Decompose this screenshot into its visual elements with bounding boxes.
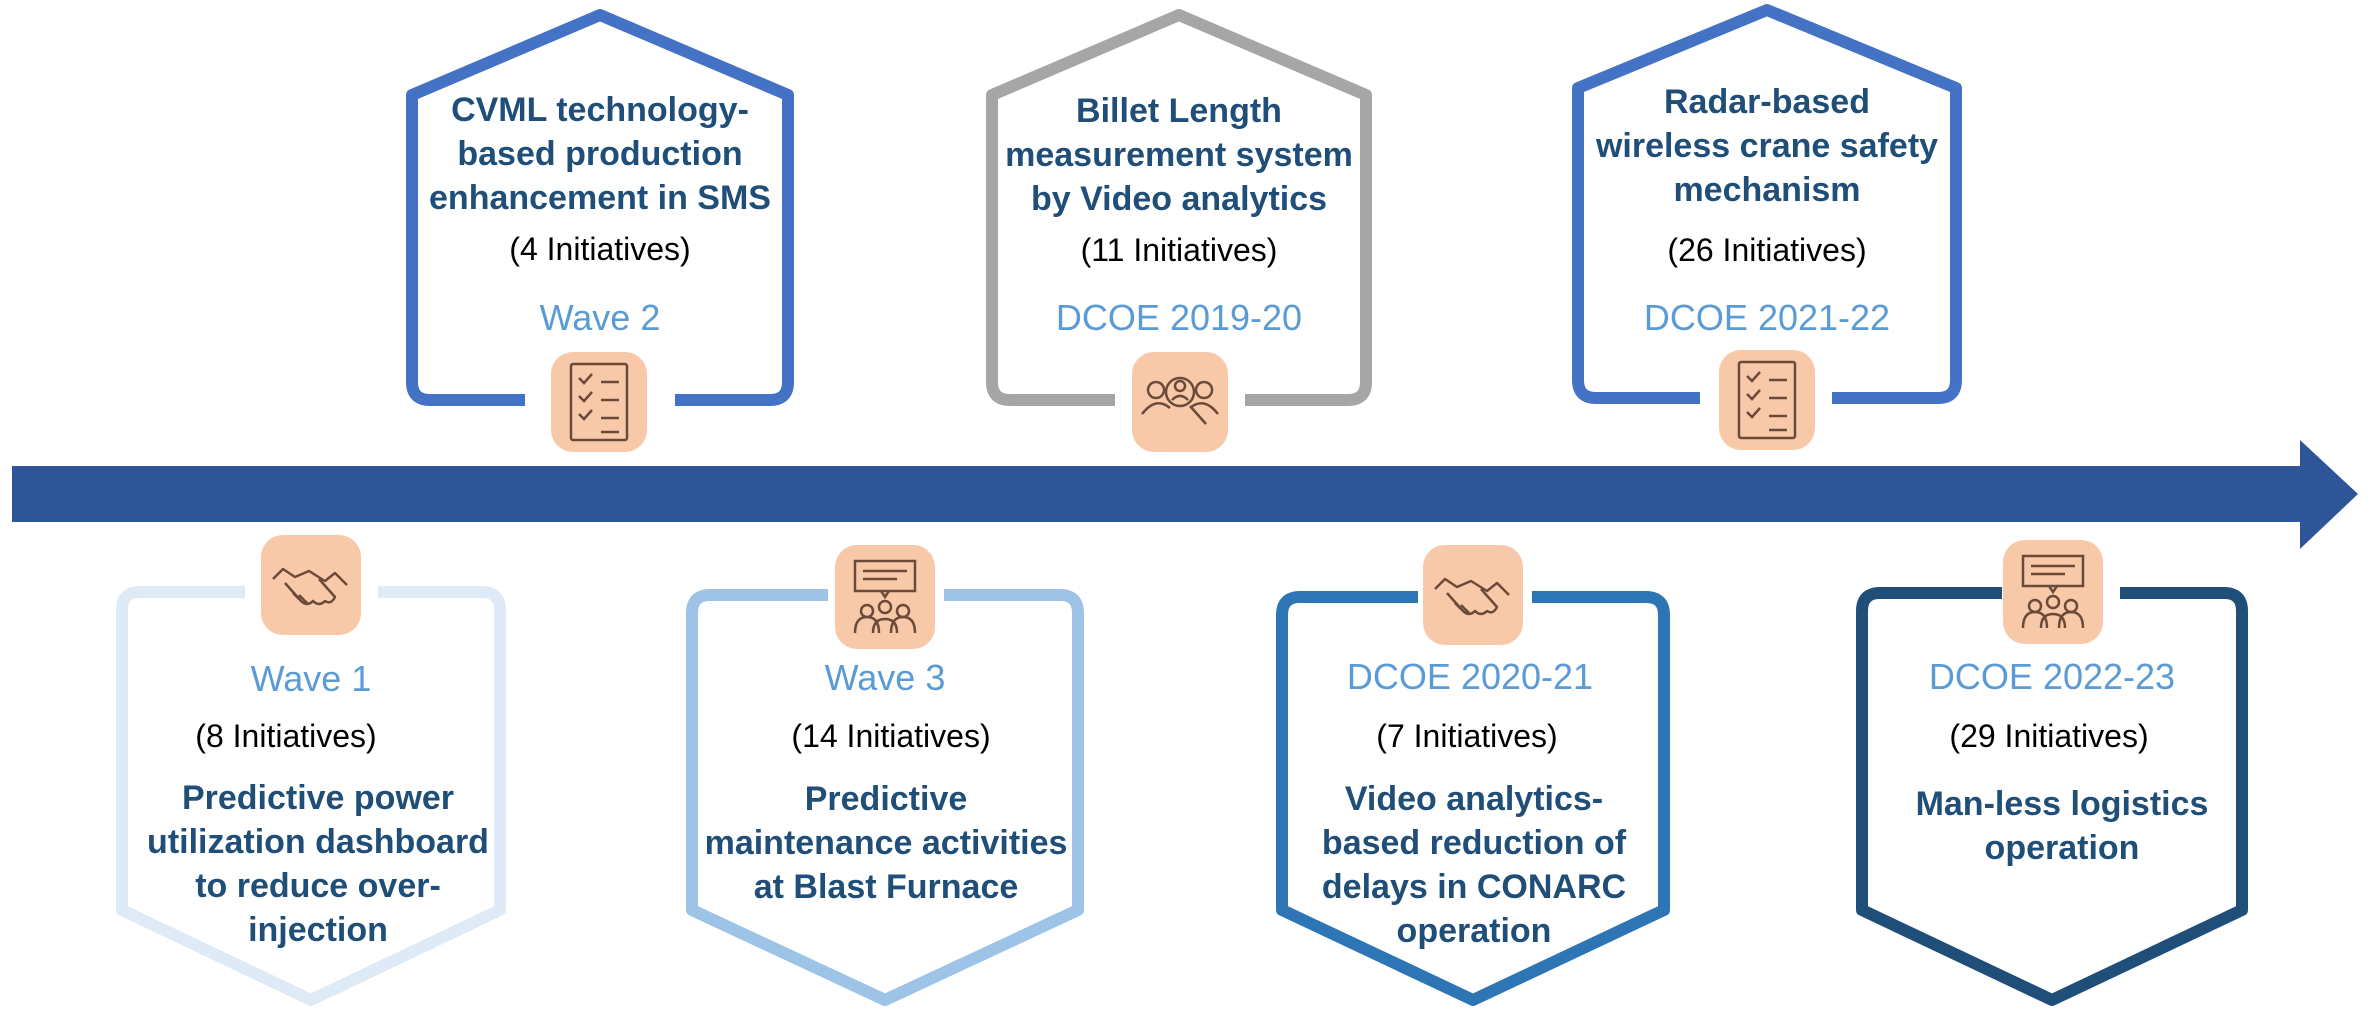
timeline-arrow <box>12 440 2358 549</box>
milestone-title: Man-less logistics operation <box>1916 782 2209 870</box>
initiative-count: (14 Initiatives) <box>791 718 991 754</box>
milestone-title: Predictive maintenance activities at Bla… <box>705 777 1068 909</box>
presentation-icon <box>2003 540 2103 644</box>
title-line: by Video analytics <box>1030 180 1328 218</box>
frame-wave-2 <box>406 9 794 406</box>
frame-dcoe-2022-23 <box>1856 587 2248 1006</box>
title-line: to reduce over- <box>195 867 441 905</box>
title-line: Radar-based <box>1664 83 1870 121</box>
title-line: maintenance activities <box>704 824 1068 862</box>
handshake-icon <box>1423 545 1523 645</box>
wave-label: DCOE 2022-23 <box>1928 656 2176 697</box>
title-line: Predictive power <box>181 779 455 817</box>
title-line: Man-less logistics <box>1915 785 2209 823</box>
title-line: Predictive <box>804 780 968 818</box>
milestone-title: Video analytics- based reduction of dela… <box>1322 777 1626 953</box>
title-line: utilization dashboard <box>147 823 489 861</box>
wave-label: Wave 3 <box>824 657 946 698</box>
title-line: CVML technology- <box>451 91 749 129</box>
wave-label: Wave 2 <box>539 297 661 338</box>
title-line: operation <box>1984 829 2140 867</box>
title-line: measurement system <box>1005 136 1353 174</box>
wave-label: DCOE 2020-21 <box>1346 656 1594 697</box>
title-line: Billet Length <box>1076 92 1282 130</box>
frame-wave-3 <box>686 589 1084 1006</box>
initiative-count: (11 Initiatives) <box>1080 232 1278 268</box>
people-search-icon <box>1132 352 1228 452</box>
initiative-count: (29 Initiatives) <box>1949 718 2149 754</box>
milestone-title: Predictive power utilization dashboard t… <box>147 776 489 952</box>
title-line: enhancement in SMS <box>429 179 771 217</box>
presentation-icon <box>835 545 935 649</box>
wave-label: DCOE 2019-20 <box>1055 297 1303 338</box>
title-line: injection <box>248 911 388 949</box>
milestone-title: CVML technology- based production enhanc… <box>429 88 771 220</box>
title-line: Video analytics- <box>1344 780 1604 818</box>
initiative-count: (8 Initiatives) <box>195 718 377 754</box>
title-line: wireless crane safety <box>1595 127 1939 165</box>
milestone-title: Billet Length measurement system by Vide… <box>1005 89 1353 221</box>
title-line: based reduction of <box>1321 824 1627 862</box>
title-line: at Blast Furnace <box>753 868 1019 906</box>
frame-dcoe-2020-21 <box>1276 591 1670 1006</box>
checklist-icon <box>551 352 647 452</box>
frame-wave-1 <box>116 586 506 1006</box>
handshake-icon <box>261 535 361 635</box>
title-line: operation <box>1396 912 1552 950</box>
wave-label: DCOE 2021-22 <box>1643 297 1891 338</box>
milestone-title: Radar-based wireless crane safety mechan… <box>1596 80 1938 212</box>
title-line: based production <box>457 135 743 173</box>
initiative-count: (7 Initiatives) <box>1376 718 1558 754</box>
initiative-count: (26 Initiatives) <box>1667 232 1867 268</box>
checklist-icon <box>1719 350 1815 450</box>
title-line: mechanism <box>1673 171 1861 209</box>
frame-dcoe-2021-22 <box>1572 4 1962 404</box>
frame-dcoe-2019-20 <box>986 9 1372 406</box>
title-line: delays in CONARC <box>1321 868 1627 906</box>
wave-label: Wave 1 <box>250 658 372 699</box>
initiative-count: (4 Initiatives) <box>509 231 691 267</box>
